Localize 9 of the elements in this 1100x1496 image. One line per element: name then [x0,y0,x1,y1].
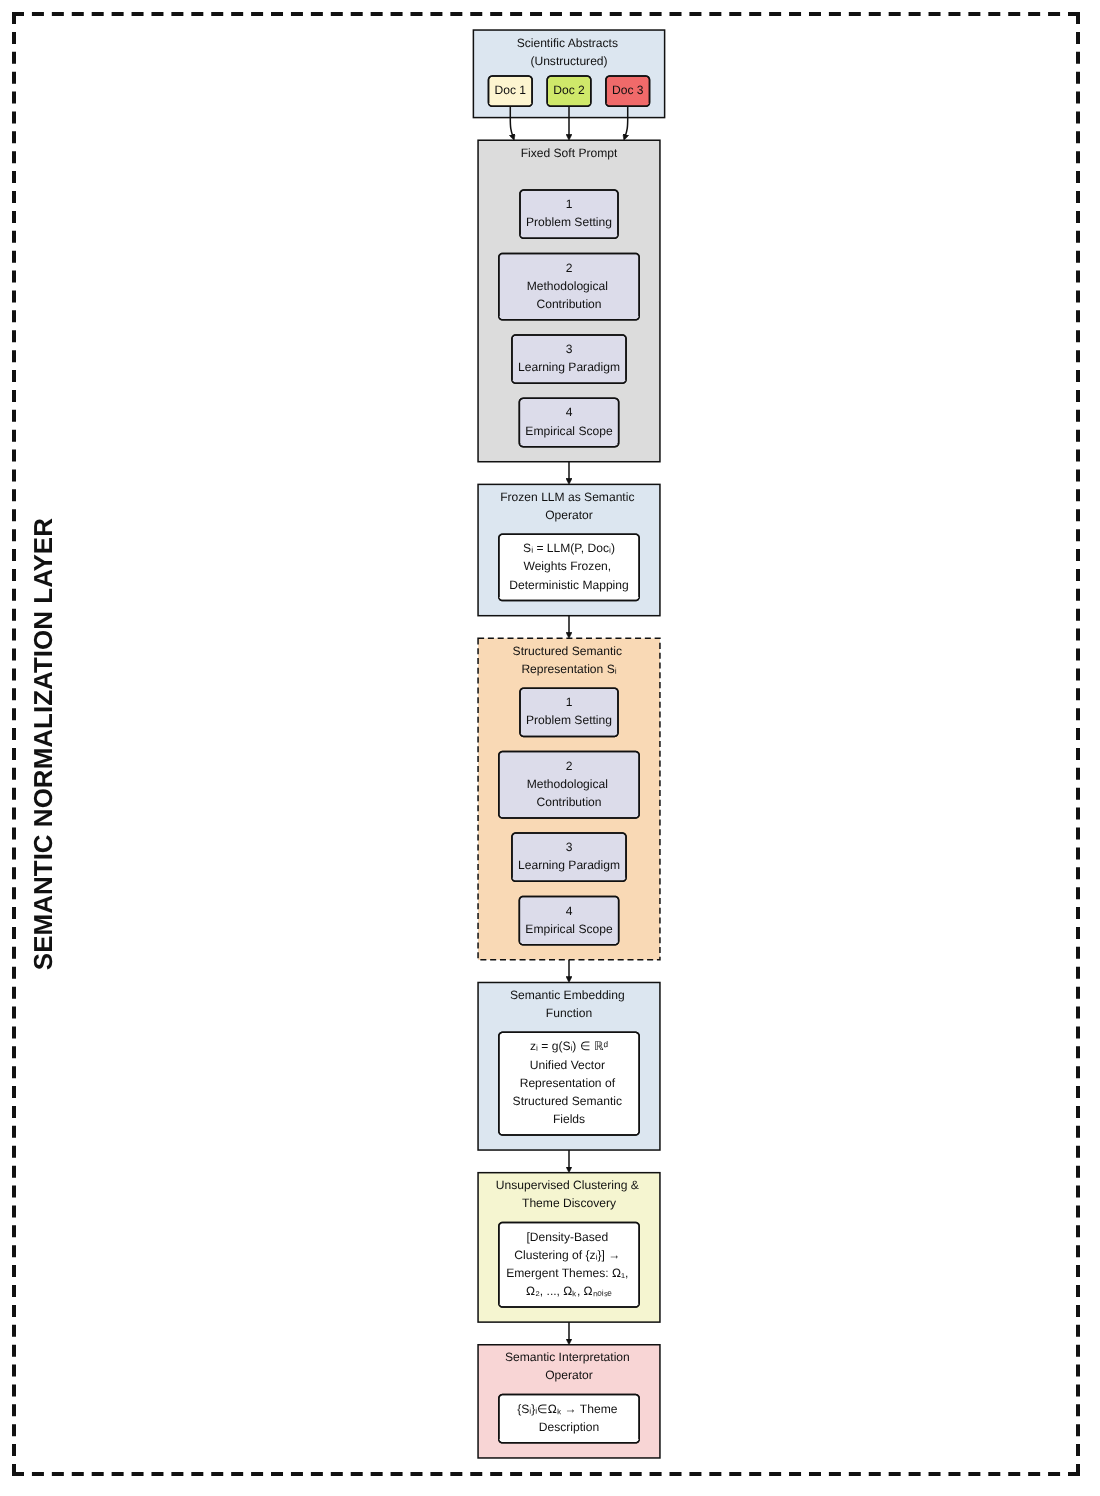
arrow [622,105,629,141]
arrow [509,105,516,141]
arrow [565,1321,573,1346]
arrow [565,959,573,983]
arrow [565,461,573,485]
arrow [565,105,573,141]
arrow [565,614,573,639]
layer-label: SEMANTIC NORMALIZATION LAYER [28,517,58,971]
arrow [565,1149,573,1173]
